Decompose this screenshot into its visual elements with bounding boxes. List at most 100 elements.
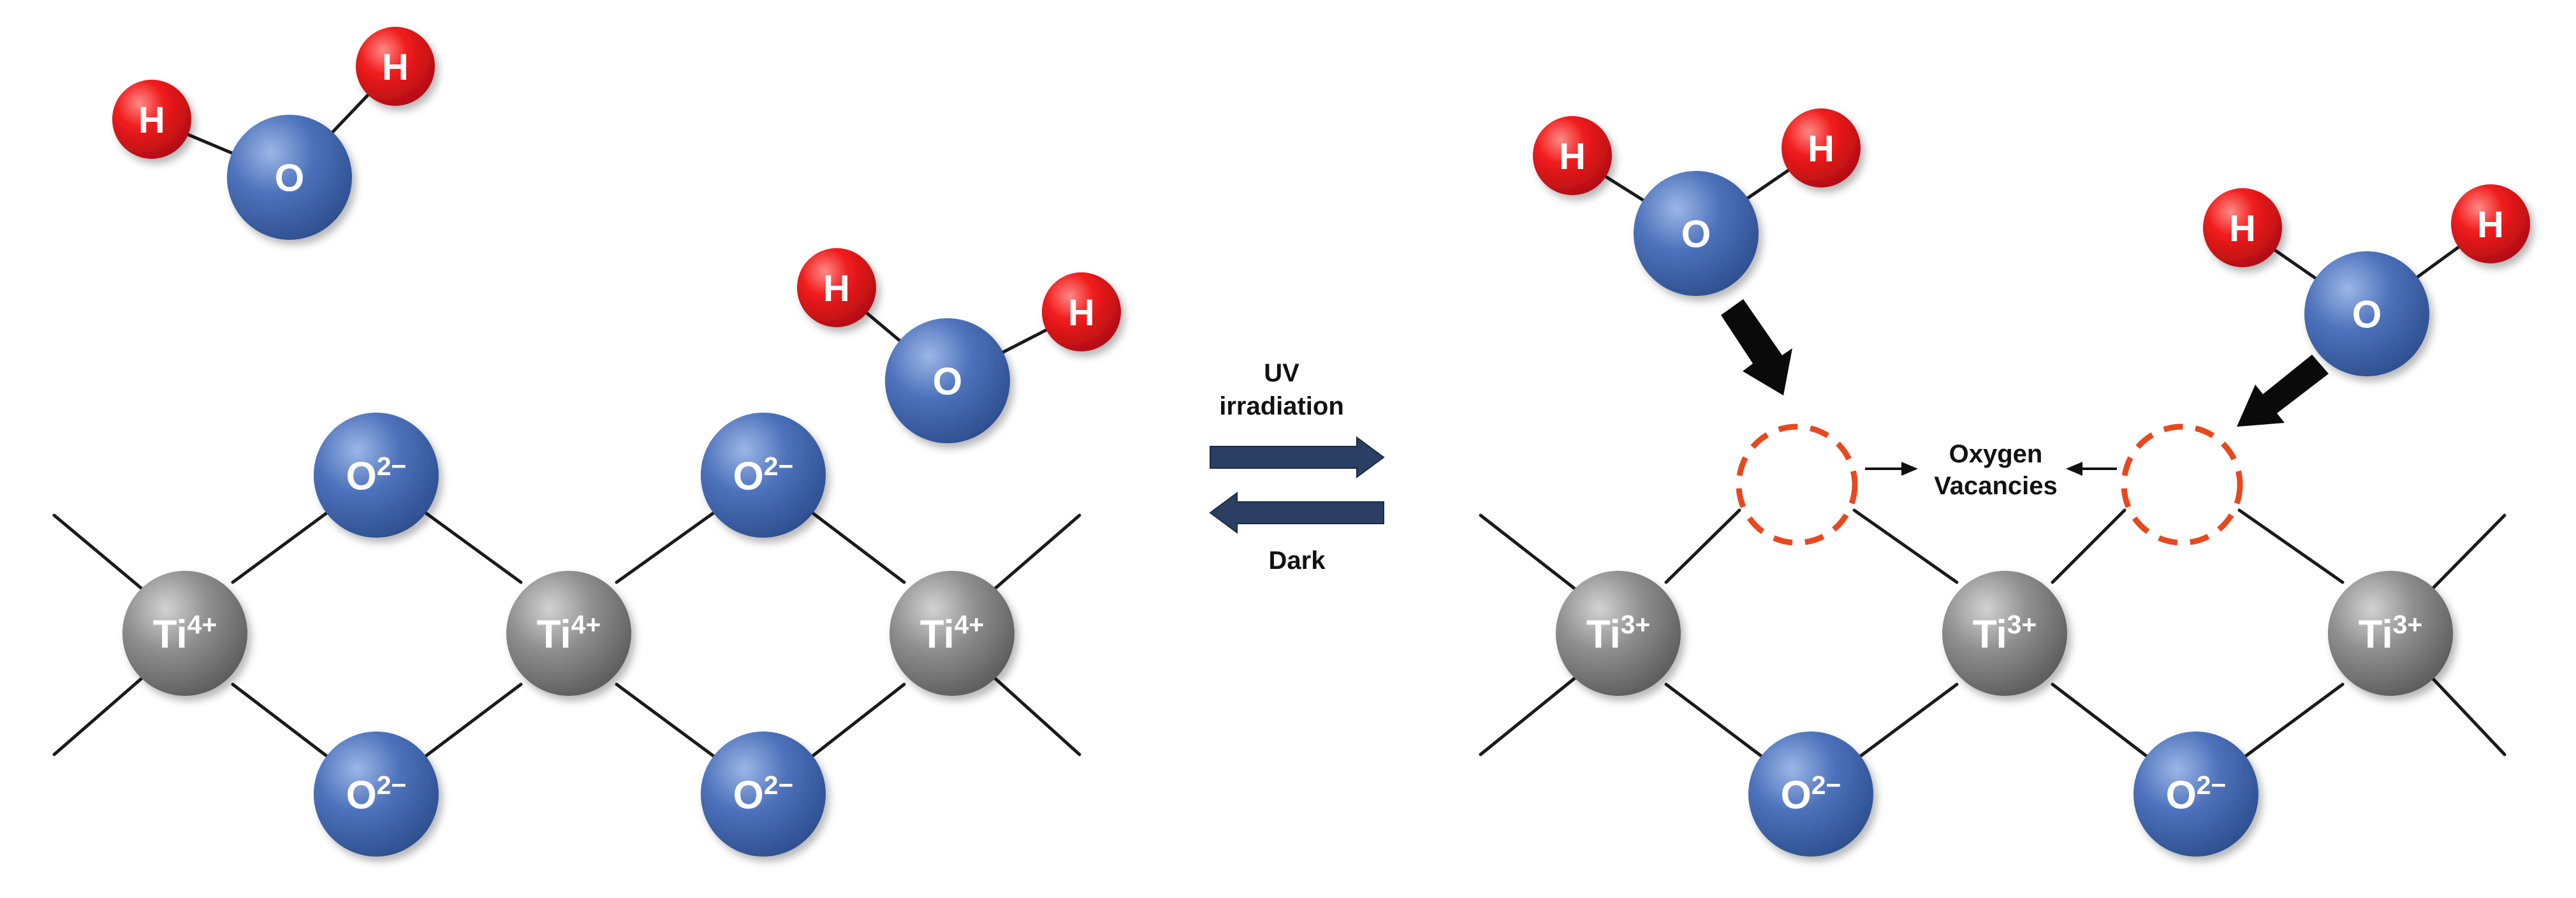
- hydrogen-atom-symbol: H: [1068, 292, 1095, 334]
- vacancy-pointer-right-head: [2066, 462, 2082, 476]
- lattice-oxide-ion-sphere: [314, 732, 439, 857]
- titanium-ion-3plus: Ti3+: [2328, 571, 2453, 696]
- vacancy-pointer-left-head: [1901, 462, 1918, 476]
- bond-line: [2051, 508, 2126, 584]
- hydrogen-atom-symbol: H: [1559, 136, 1586, 177]
- hydrogen-atom-label: H: [1068, 292, 1095, 334]
- titanium-ion-3plus-label: Ti3+: [1586, 610, 1651, 656]
- hydrogen-atom-sphere: [1042, 272, 1121, 351]
- titanium-ion-4plus-sphere: [122, 571, 247, 696]
- hydrogen-atom: H: [1533, 116, 1612, 195]
- lattice-oxide-ion-charge: 2−: [764, 770, 794, 800]
- oxygen-vacancies: Oxygen Vacancies: [1736, 423, 2243, 546]
- forward-arrow: [1210, 436, 1385, 478]
- hydrogen-atom-label: H: [1559, 136, 1586, 177]
- bond-line: [987, 513, 1081, 596]
- dark-label: Dark: [1269, 547, 1326, 575]
- titanium-ion-3plus-label: Ti3+: [1973, 610, 2037, 656]
- titanium-ion-3plus-charge: 3+: [2393, 610, 2423, 639]
- bond-line: [1850, 682, 1959, 764]
- titanium-ion-4plus-symbol: Ti: [537, 612, 571, 656]
- lattice-oxide-ion-sphere: [1748, 732, 1873, 857]
- titanium-ion-4plus-label: Ti4+: [537, 610, 601, 656]
- hydrogen-atom-symbol: H: [1808, 128, 1834, 170]
- vacancies-label-line1: Oxygen: [1949, 440, 2043, 468]
- lattice-oxide-ion-label: O2−: [1781, 770, 1841, 817]
- hydrogen-atom-sphere: [356, 27, 435, 106]
- hydrogen-atom-label: H: [138, 99, 165, 141]
- lattice-oxide-ion-label: O2−: [733, 770, 794, 817]
- hydrogen-atom: H: [2203, 188, 2282, 267]
- hydrogen-atom: H: [2451, 184, 2530, 263]
- water-oxygen-atom-label: O: [2352, 293, 2382, 336]
- titanium-ion-4plus-charge: 4+: [187, 610, 217, 639]
- hydrogen-atom-label: H: [2477, 204, 2504, 246]
- lattice-oxide-ion: O2−: [1748, 732, 1873, 857]
- water-oxygen-atom: O: [2304, 251, 2429, 376]
- bond-line: [2236, 682, 2345, 764]
- hydrogen-atom-label: H: [2229, 208, 2256, 249]
- bond-line: [1852, 508, 1959, 584]
- titanium-ion-4plus-label: Ti4+: [153, 610, 217, 656]
- titanium-ion-4plus-symbol: Ti: [153, 612, 187, 656]
- titanium-ion-3plus-sphere: [1556, 571, 1681, 696]
- lattice-oxide-ion-charge: 2−: [764, 452, 794, 481]
- lattice-oxide-ion-charge: 2−: [377, 770, 407, 800]
- bond-line: [615, 682, 724, 764]
- bond-line: [52, 513, 150, 596]
- lattice-oxide-ion-symbol: O: [2166, 773, 2197, 817]
- bond-line: [615, 505, 724, 584]
- bond-line: [1479, 513, 1583, 596]
- bond-line: [803, 682, 906, 764]
- hydrogen-atom-label: H: [382, 47, 409, 88]
- lattice-oxide-ion: O2−: [701, 413, 826, 538]
- uv-label-line1: UV: [1264, 359, 1299, 387]
- hydrogen-atom-sphere: [1533, 116, 1612, 195]
- water-oxygen-atom: O: [885, 318, 1010, 443]
- bond-line: [416, 682, 523, 764]
- bond-line: [803, 505, 906, 584]
- hydrogen-atom-sphere: [797, 248, 876, 327]
- lattice-oxide-ion-charge: 2−: [377, 452, 407, 481]
- titanium-ion-3plus-sphere: [2328, 571, 2453, 696]
- lattice-oxide-ion-symbol: O: [1781, 773, 1811, 817]
- reverse-arrow: [1209, 492, 1384, 534]
- titanium-ion-3plus-charge: 3+: [1621, 610, 1651, 639]
- lattice-oxide-ion-symbol: O: [733, 454, 764, 498]
- lattice-oxide-ion: O2−: [701, 732, 826, 857]
- hydrogen-atom-symbol: H: [823, 268, 850, 309]
- titanium-ion-3plus-symbol: Ti: [2359, 612, 2393, 656]
- water-oxygen-atom-symbol: O: [1681, 213, 1711, 256]
- hydrogen-atom: H: [1042, 272, 1121, 351]
- lattice-oxide-ion-symbol: O: [733, 773, 764, 817]
- hydrogen-atom-sphere: [2451, 184, 2530, 263]
- hydrogen-atom: H: [797, 248, 876, 327]
- titanium-ion-4plus: Ti4+: [122, 571, 247, 696]
- titanium-ion-4plus-label: Ti4+: [920, 610, 984, 656]
- adsorption-arrow-left: [1721, 299, 1792, 395]
- titanium-ion-4plus-sphere: [506, 571, 631, 696]
- vacancy-site-1: [1736, 423, 1858, 546]
- bond-line: [2237, 508, 2345, 584]
- water-oxygen-atom: O: [227, 115, 352, 240]
- lattice-oxide-ion: O2−: [314, 413, 439, 538]
- adsorption-arrows: [1721, 299, 2329, 427]
- lattice-oxide-ion-sphere: [701, 413, 826, 538]
- titanium-ion-4plus-symbol: Ti: [920, 612, 955, 656]
- titanium-ion-3plus-label: Ti3+: [2359, 610, 2423, 656]
- hydrogen-atom-symbol: H: [2229, 208, 2256, 249]
- water-oxygen-atom-symbol: O: [2352, 293, 2382, 336]
- water-oxygen-atom-symbol: O: [933, 360, 963, 403]
- titanium-ion-3plus: Ti3+: [1942, 571, 2067, 696]
- lattice-oxide-ion-charge: 2−: [2197, 770, 2227, 800]
- bond-line: [231, 505, 337, 584]
- hydrogen-atom-sphere: [1782, 108, 1861, 188]
- lattice-oxide-ion: O2−: [314, 732, 439, 857]
- water-oxygen-atom-label: O: [1681, 213, 1711, 256]
- water-oxygen-atom-sphere: [1634, 171, 1759, 296]
- lattice-oxide-ion: O2−: [2133, 732, 2258, 857]
- hydrogen-atom-sphere: [112, 80, 191, 159]
- water-oxygen-atom-label: O: [275, 157, 305, 200]
